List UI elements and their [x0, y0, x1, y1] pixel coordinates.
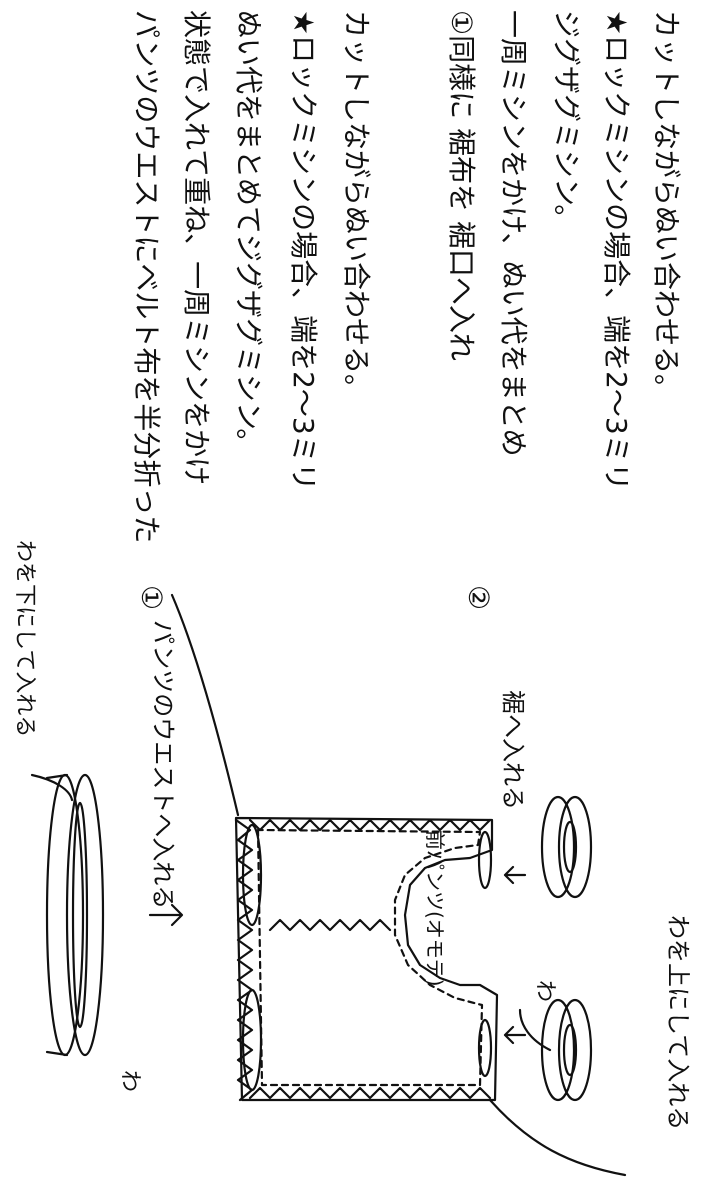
waist-belt-ring: [45, 773, 105, 1057]
hem-ring-lower: [540, 998, 593, 1102]
arrow-hem-lower: [503, 1025, 527, 1045]
label-ring-hem: わ: [532, 980, 557, 1003]
step1-line-2: 状態で入れて重ね、一周ミシンをかけ: [180, 10, 213, 486]
waist-zigzag: [234, 818, 254, 1102]
label-waist-instruction: パンツのウエストへ入れる: [149, 620, 177, 910]
step1-line-1: パンツのウエストにベルト布を半分折った: [130, 10, 163, 544]
leader-wa-bottom: [30, 773, 74, 802]
pants-drawing: [234, 816, 499, 1102]
hem-ring-upper-inserted: [477, 830, 493, 890]
pants-inner-dashed: [256, 828, 484, 1087]
step2-line-5: カットしながらぬい合わせる。: [650, 10, 683, 403]
hem-ring-upper: [540, 795, 593, 899]
leader-wa-top: [488, 1098, 627, 1177]
step1-line-5: カットしながらぬい合わせる。: [340, 10, 373, 403]
arrow-waist: [148, 903, 184, 927]
arrow-hem-upper: [503, 865, 527, 885]
leg-zigzag-bottom: [248, 1086, 492, 1100]
leg-zigzag-top: [248, 818, 492, 832]
step2-number: ②: [462, 585, 495, 611]
step1-line-4: ★ロックミシンの場合、端を2〜3ミリ: [287, 10, 320, 491]
label-hem-instruction: 裾へ入れる: [499, 690, 527, 810]
leader-lines: [30, 593, 627, 1177]
step1-number: ①: [135, 585, 168, 611]
label-front-pants: 前パンツ(オモテ): [423, 830, 447, 987]
waist-belt-inserted: [241, 823, 263, 927]
seam-zigzag: [268, 918, 392, 932]
leader-hem-lower: [518, 1008, 552, 1052]
step2-line-3: ジグザグミシン。: [550, 10, 583, 233]
leader-step1: [170, 593, 240, 817]
label-wa-bottom-note: わを下にして入れる: [12, 540, 37, 738]
pants-outline: [234, 816, 499, 1102]
label-wa-top-note: わを上にして入れる: [664, 915, 692, 1131]
step2-line-2: 一周ミシンをかけ、ぬい代をまとめ: [497, 10, 530, 457]
arrows: [148, 865, 527, 1045]
label-ring-left: わ: [117, 1070, 142, 1093]
step1-line-3: ぬい代をまとめてジグザグミシン。: [232, 10, 265, 457]
waist-belt-inserted-2: [241, 988, 263, 1092]
step2-line-4: ★ロックミシンの場合、端を2〜3ミリ: [600, 10, 633, 491]
hem-ring-lower-inserted: [477, 1018, 493, 1078]
step2-line-1: ①同様に 裾布を 裾口へ入れ: [445, 10, 478, 361]
